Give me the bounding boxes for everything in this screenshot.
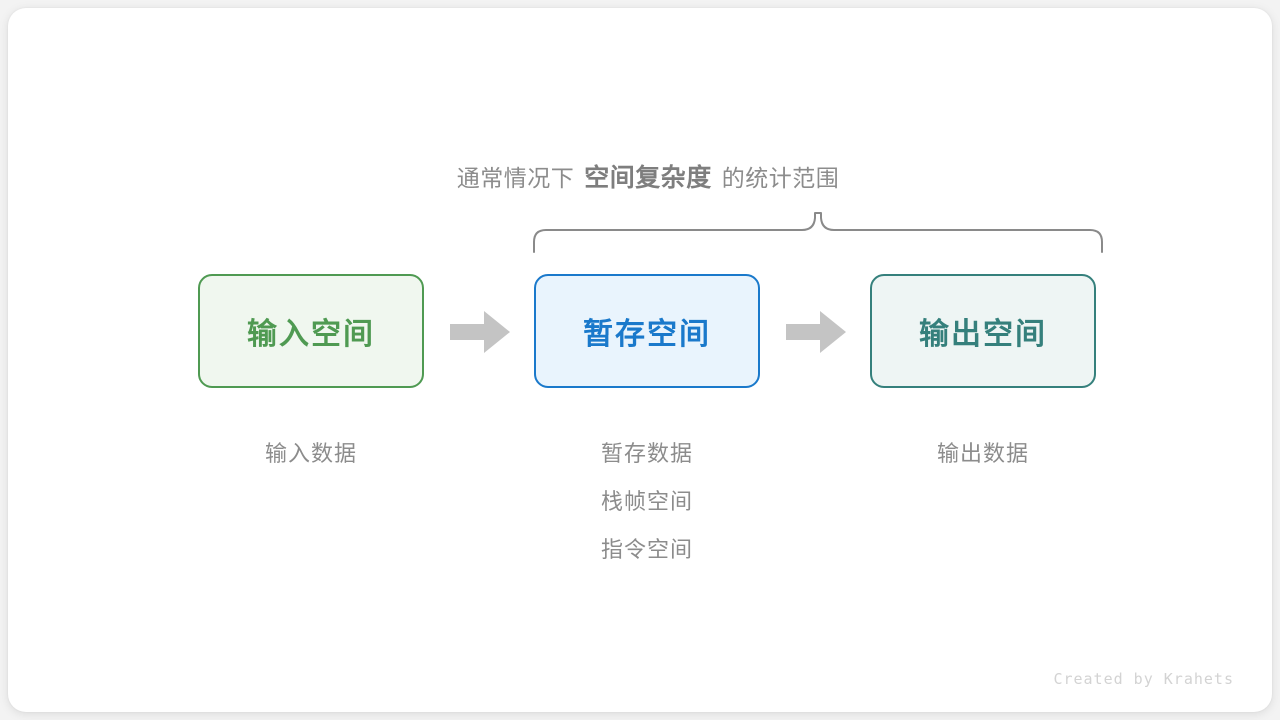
- diagram-card: 通常情况下空间复杂度的统计范围 输入空间 暂存空间 输出空间 输入数据 暂存数据…: [8, 8, 1272, 712]
- bracket-caption: 通常情况下空间复杂度的统计范围: [8, 158, 1272, 194]
- box-output-space-label: 输出空间: [919, 318, 1047, 351]
- list-item: 指令空间: [600, 537, 693, 562]
- box-output-space: 输出空间: [870, 274, 1096, 388]
- box-temp-space-label: 暂存空间: [583, 318, 711, 351]
- caption-prefix: 通常情况下: [456, 165, 575, 191]
- brace-bracket: [518, 206, 1118, 258]
- arrow-right-icon: [448, 308, 512, 356]
- box-temp-space: 暂存空间: [534, 274, 760, 388]
- brace-path: [533, 212, 1103, 253]
- caption-suffix: 的统计范围: [721, 165, 840, 191]
- caption-emphasis: 空间复杂度: [584, 164, 712, 192]
- list-item: 输出数据: [936, 441, 1029, 466]
- column-labels-temp: 暂存数据 栈帧空间 指令空间: [534, 430, 760, 574]
- arrow-right-icon: [784, 308, 848, 356]
- list-item: 栈帧空间: [600, 489, 693, 514]
- credit-footer: Created by Krahets: [1053, 670, 1234, 688]
- list-item: 暂存数据: [600, 441, 693, 466]
- box-input-space: 输入空间: [198, 274, 424, 388]
- column-labels-output: 输出数据: [870, 430, 1096, 478]
- arrow-right-shape: [786, 311, 846, 353]
- box-input-space-label: 输入空间: [247, 318, 375, 351]
- arrow-right-shape: [450, 311, 510, 353]
- column-labels-input: 输入数据: [198, 430, 424, 478]
- list-item: 输入数据: [264, 441, 357, 466]
